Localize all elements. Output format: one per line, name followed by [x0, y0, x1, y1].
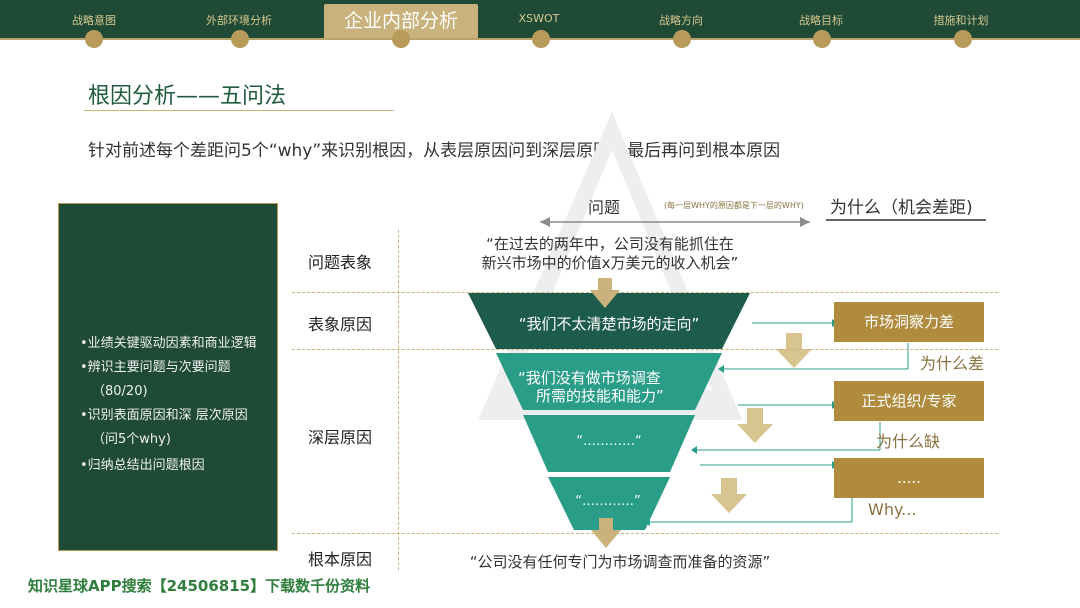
- down-arrow-icon: [591, 518, 621, 548]
- header-problem: 问题: [588, 198, 621, 217]
- nav-dot: [392, 30, 410, 48]
- bullet-item: •业绩关键驱动因素和商业逻辑: [80, 336, 257, 351]
- nav-item-strategy-intent[interactable]: 战略意图: [72, 14, 116, 27]
- funnel-level-2-text-line1: “我们没有做市场调查: [518, 369, 661, 387]
- down-arrow-icon: [776, 333, 812, 368]
- title-underline: [84, 110, 394, 111]
- bullet-item-sub: （80/20): [92, 384, 148, 399]
- row-label-symptom: 问题表象: [308, 253, 373, 272]
- root-cause-quote: “公司没有任何专门为市场调查而准备的资源”: [469, 553, 771, 571]
- why-label-poor: 为什么差: [920, 354, 985, 373]
- reason-box-ellipsis: .....: [834, 458, 984, 498]
- arrowhead-icon: [800, 217, 810, 227]
- reason-box-formal-org: 正式组织/专家: [834, 381, 984, 421]
- nav-item-strategy-direction[interactable]: 战略方向: [659, 14, 703, 27]
- bullet-item: •识别表面原因和深 层次原因: [80, 408, 248, 423]
- nav-item-strategy-goals[interactable]: 战略目标: [799, 14, 843, 27]
- reason-box-market-insight: 市场洞察力差: [834, 302, 984, 342]
- footer-watermark: 知识星球APP搜索【24506815】下载数千份资料: [28, 577, 371, 595]
- bullet-item-sub: （问5个why): [92, 432, 171, 447]
- bullet-item: •归纳总结出问题根因: [80, 458, 205, 473]
- nav-dot: [231, 30, 249, 48]
- nav-dot: [813, 30, 831, 48]
- row-separator: [292, 349, 998, 350]
- row-label-deep-cause: 深层原因: [308, 428, 373, 447]
- funnel-level-2-text-line2: 所需的技能和能力”: [536, 387, 664, 405]
- symptom-quote-line2: 新兴市场中的价值x万美元的收入机会”: [481, 254, 739, 272]
- funnel-level-1: [468, 293, 750, 349]
- funnel-level-3: [523, 415, 695, 472]
- nav-dot: [532, 30, 550, 48]
- bullet-item: •辨识主要问题与次要问题: [80, 360, 231, 375]
- row-separator: [292, 292, 998, 293]
- nav-dot: [673, 30, 691, 48]
- nav-dot: [954, 30, 972, 48]
- arrowhead-icon: [691, 446, 697, 454]
- why-label-lack: 为什么缺: [876, 432, 941, 451]
- down-arrow-icon: [590, 278, 620, 308]
- funnel-level-3-text: “…………“: [576, 434, 642, 449]
- funnel-level-2: [496, 353, 722, 410]
- nav-dot: [85, 30, 103, 48]
- down-arrow-icon: [711, 478, 747, 513]
- row-label-surface-cause: 表象原因: [308, 315, 373, 334]
- column-separator: [398, 230, 399, 570]
- arrowhead-icon: [718, 365, 724, 373]
- left-panel: [58, 203, 278, 551]
- arrowhead-icon: [644, 518, 650, 526]
- connector-lines: [650, 322, 909, 523]
- arrowhead-icon: [540, 217, 550, 227]
- page-title: 根因分析——五问法: [88, 84, 287, 109]
- header-note: (每一层WHY的原因都是下一层的WHY): [664, 201, 804, 210]
- down-arrow-icon: [737, 408, 773, 443]
- funnel-level-4-text: “…………”: [575, 494, 641, 509]
- why-label-generic: Why...: [868, 500, 917, 519]
- nav-item-external-analysis[interactable]: 外部环境分析: [206, 14, 272, 27]
- funnel-level-1-text: “我们不太清楚市场的走向”: [518, 315, 700, 333]
- nav-item-xswot[interactable]: XSWOT: [518, 12, 560, 25]
- nav-item-measures-plan[interactable]: 措施和计划: [933, 14, 989, 27]
- symptom-quote-line1: “在过去的两年中，公司没有能抓住在: [486, 235, 734, 253]
- header-why-gap: 为什么（机会差距): [830, 198, 973, 218]
- row-separator: [292, 533, 998, 534]
- row-label-root-cause: 根本原因: [308, 550, 373, 569]
- funnel-level-4: [548, 477, 670, 530]
